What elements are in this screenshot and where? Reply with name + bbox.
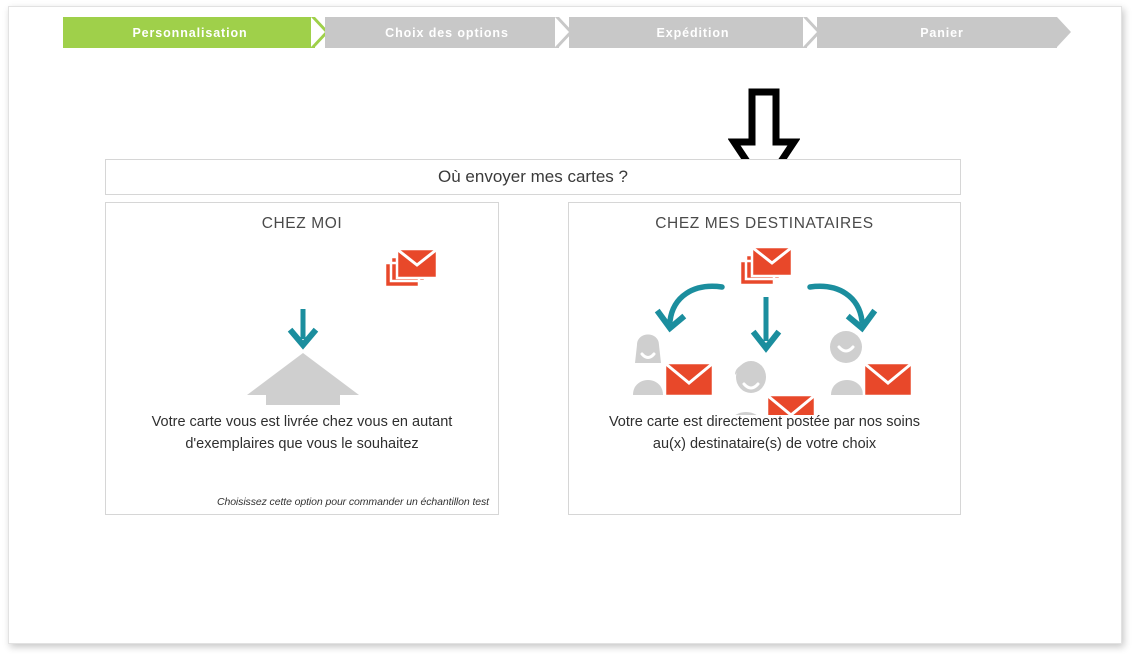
curved-arrow-right-icon	[807, 283, 878, 333]
envelope-stack-icon	[738, 245, 794, 287]
step-label: Panier	[920, 25, 964, 40]
checkout-steps-breadcrumb: Personnalisation Choix des options Expéd…	[63, 17, 1071, 48]
down-arrow-icon	[750, 297, 782, 353]
option-card-home-note: Choisissez cette option pour commander u…	[216, 496, 489, 508]
down-arrow-icon	[287, 309, 319, 350]
person-female-with-envelope-icon	[633, 334, 715, 398]
step-choix-des-options[interactable]: Choix des options	[311, 17, 573, 48]
option-card-home-description: Votre carte vous est livrée chez vous en…	[151, 414, 453, 452]
step-panier[interactable]: Panier	[803, 17, 1071, 48]
envelope-stack-icon	[383, 247, 439, 289]
option-card-recipients-title: CHEZ MES DESTINATAIRES	[655, 215, 874, 232]
envelope-icon	[663, 361, 715, 398]
step-label: Expédition	[656, 25, 730, 40]
step-label: Choix des options	[385, 25, 509, 40]
envelope-icon	[765, 393, 817, 415]
envelope-icon	[862, 361, 914, 398]
option-card-recipients-description: Votre carte est directement postée par n…	[608, 414, 921, 452]
curved-arrow-left-icon	[654, 283, 725, 333]
step-personnalisation[interactable]: Personnalisation	[63, 17, 329, 48]
page-title: Où envoyer mes cartes ?	[438, 167, 628, 186]
option-card-recipients[interactable]: CHEZ MES DESTINATAIRES	[568, 202, 961, 515]
question-header-bar: Où envoyer mes cartes ?	[105, 159, 961, 195]
step-expedition[interactable]: Expédition	[555, 17, 821, 48]
option-card-home[interactable]: CHEZ MOI	[105, 202, 499, 515]
house-icon	[247, 353, 359, 405]
option-card-recipients-artwork	[569, 235, 960, 415]
person-center-with-envelope-icon	[735, 361, 817, 415]
option-card-home-artwork	[106, 235, 498, 405]
option-card-home-title: CHEZ MOI	[261, 215, 343, 232]
person-male-with-envelope-icon	[830, 331, 914, 398]
step-label: Personnalisation	[132, 25, 248, 40]
